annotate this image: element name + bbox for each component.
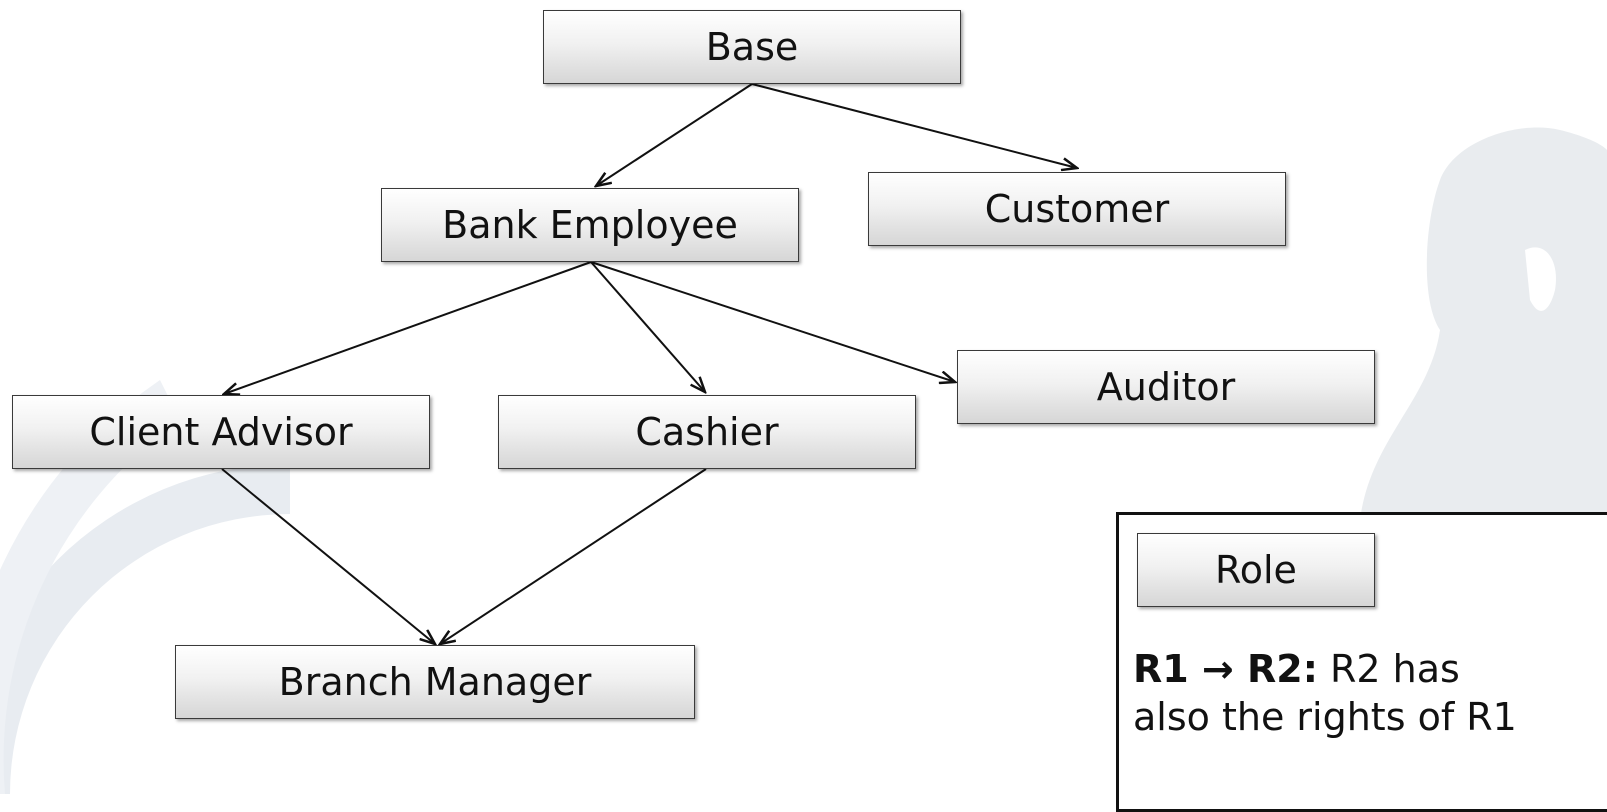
legend-rule-text: R1 → R2: R2 has also the rights of R1 xyxy=(1133,645,1517,741)
node-client-advisor: Client Advisor xyxy=(12,395,430,469)
node-auditor: Auditor xyxy=(957,350,1375,424)
legend-rule-line-1: R2 has xyxy=(1330,647,1460,691)
node-base: Base xyxy=(543,10,961,84)
legend-rule-line-2: also the rights of R1 xyxy=(1133,695,1517,739)
legend-rule-key: R1 → R2: xyxy=(1133,647,1318,691)
legend-role-node: Role xyxy=(1137,533,1375,607)
node-cashier: Cashier xyxy=(498,395,916,469)
node-branch-manager: Branch Manager xyxy=(175,645,695,719)
legend-box: Role R1 → R2: R2 has also the rights of … xyxy=(1116,512,1607,812)
node-bank-employee: Bank Employee xyxy=(381,188,799,262)
node-customer: Customer xyxy=(868,172,1286,246)
